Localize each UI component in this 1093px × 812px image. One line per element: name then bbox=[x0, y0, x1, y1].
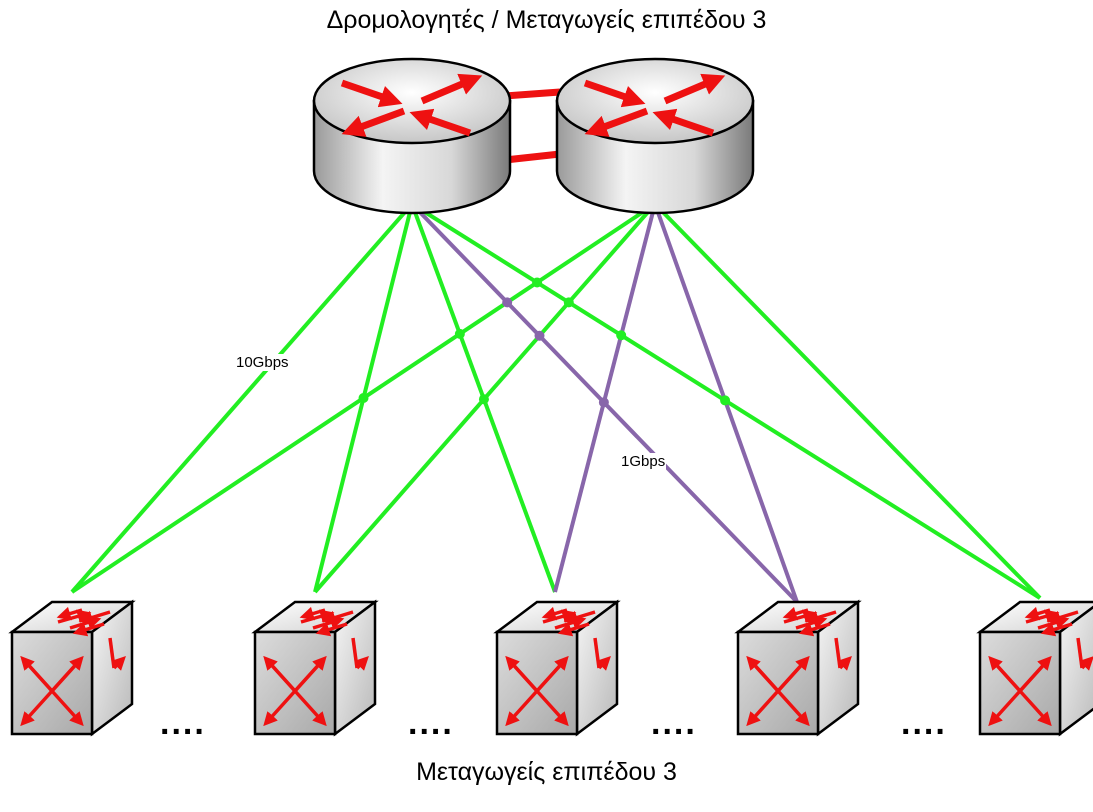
link-router-2-switch-5 bbox=[653, 202, 1042, 600]
link-crossing-dot bbox=[358, 393, 369, 403]
ellipsis-1: .... bbox=[160, 704, 206, 742]
router-interlink-upper bbox=[504, 88, 561, 100]
link-crossing-dot bbox=[502, 297, 513, 308]
switch-5 bbox=[980, 602, 1093, 734]
switch-4 bbox=[738, 602, 858, 734]
router-2 bbox=[557, 59, 753, 213]
link-router-1-switch-1 bbox=[70, 202, 414, 594]
router-interlink-lower bbox=[504, 150, 561, 164]
link-label-1gbps: 1Gbps bbox=[620, 453, 667, 470]
ellipsis-3: .... bbox=[651, 704, 697, 742]
switch-1 bbox=[12, 602, 132, 734]
router-1 bbox=[314, 59, 510, 213]
link-crossing-dot bbox=[563, 297, 574, 308]
ellipsis-2: .... bbox=[408, 704, 454, 742]
link-crossing-dot bbox=[598, 397, 609, 408]
top-title: Δρομολογητές / Μεταγωγείς επιπέδου 3 bbox=[326, 6, 767, 34]
ellipsis-4: .... bbox=[901, 704, 947, 742]
link-crossing-dot bbox=[534, 330, 545, 341]
link-crossing-dot bbox=[532, 277, 543, 288]
switch-3 bbox=[497, 602, 617, 734]
bottom-title: Μεταγωγείς επιπέδου 3 bbox=[416, 758, 677, 786]
uplink-lines bbox=[70, 202, 1042, 604]
link-crossing-dot bbox=[454, 328, 465, 339]
switch-2 bbox=[255, 602, 375, 734]
link-crossing-dot bbox=[478, 394, 489, 405]
link-crossing-dot bbox=[616, 330, 627, 341]
link-crossing-dot bbox=[720, 395, 731, 406]
link-label-10gbps: 10Gbps bbox=[235, 354, 290, 371]
